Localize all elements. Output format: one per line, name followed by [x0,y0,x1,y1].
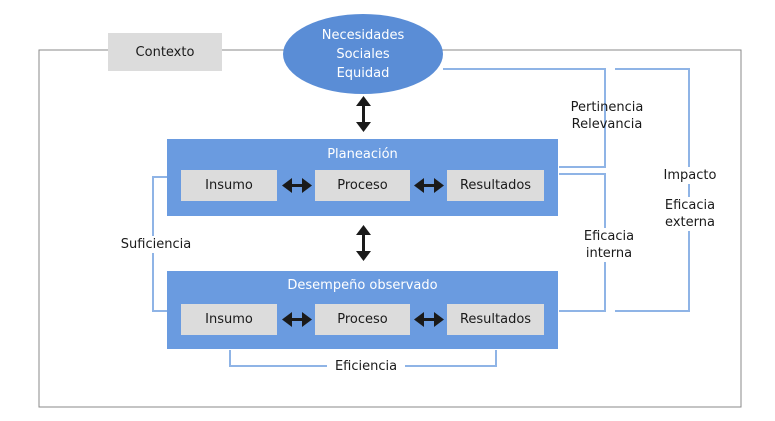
observed-results-box: Resultados [447,304,544,335]
planning-process-box: Proceso [315,170,410,201]
planning-results-box: Resultados [447,170,544,201]
sufficiency-label: Suficiencia [111,236,201,253]
planning-input-box: Insumo [181,170,277,201]
observed-title: Desempeño observado [287,278,438,293]
efficiency-label: Eficiencia [327,358,405,375]
pertinence-text: Pertinencia [570,100,644,115]
horizontal-arrow-plan-2 [414,178,444,193]
observed-process-box: Proceso [315,304,410,335]
horizontal-arrow-plan-1 [282,178,312,193]
horizontal-arrow-obs-2 [414,312,444,327]
needs-line-1: Necesidades [321,28,405,43]
needs-text: Necesidades Sociales Equidad [287,26,439,83]
internal-efficacy-1: Eficacia [583,229,635,244]
external-efficacy-label: Eficacia externa [654,197,726,231]
planning-title: Planeación [327,147,398,162]
internal-efficacy-label: Eficacia interna [575,228,643,262]
observed-input-box: Insumo [181,304,277,335]
vertical-arrow-2 [356,225,371,261]
external-efficacy-1: Eficacia [664,198,716,213]
context-label: Contexto [108,33,222,71]
internal-efficacy-2: interna [585,246,633,261]
needs-ellipse [283,14,443,94]
relevance-text: Relevancia [571,117,643,132]
horizontal-arrow-obs-1 [282,312,312,327]
needs-line-3: Equidad [336,66,390,81]
pertinence-label: Pertinencia Relevancia [557,99,657,133]
vertical-arrow-1 [356,96,371,132]
external-efficacy-2: externa [665,215,715,230]
impact-label: Impacto [657,167,723,184]
needs-line-2: Sociales [336,47,390,62]
